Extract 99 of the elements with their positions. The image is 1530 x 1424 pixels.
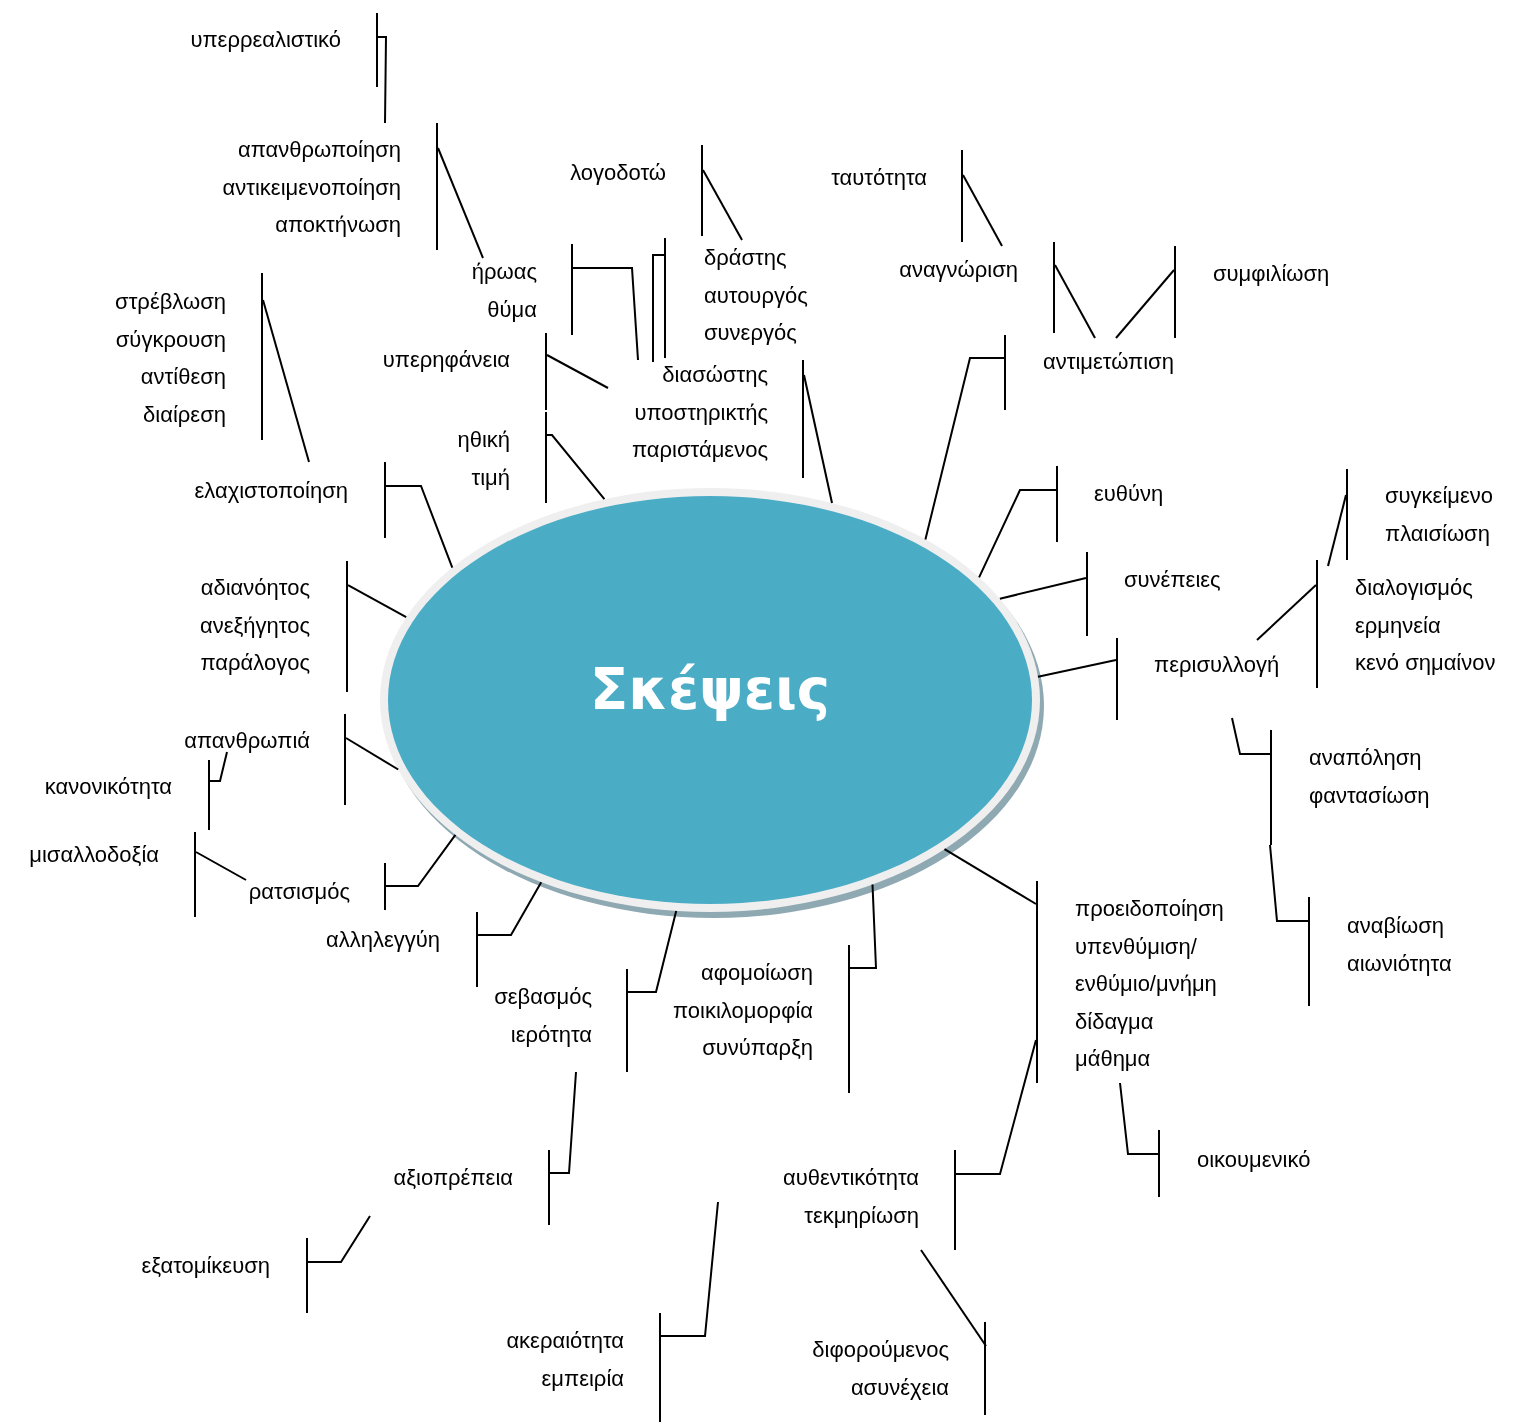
callout-text: κενό σημαίνον (1355, 649, 1497, 678)
callout-text: ταυτότητα (830, 164, 927, 193)
leader-line (307, 1215, 371, 1263)
callout-text: αλληλεγγύη (324, 926, 440, 955)
leader-line (262, 299, 310, 463)
leader-line (978, 489, 1057, 579)
leader-line (962, 174, 1003, 247)
callout-text: ευθύνη (1094, 480, 1165, 509)
topic-title: Σκέψεις (589, 658, 831, 722)
callout-text: στρέβλωση (114, 288, 226, 317)
leader-line (1037, 659, 1117, 678)
callout-text: υπερηφάνεια (381, 346, 510, 375)
callout-text: αξιοπρέπεια (392, 1164, 513, 1193)
leader-line (702, 169, 743, 241)
callout-text: φαντασίωση (1309, 781, 1431, 810)
callout-text: σεβασμός (493, 983, 592, 1012)
callout-text: μάθημα (1075, 1045, 1152, 1074)
callout-text: κανονικότητα (43, 773, 172, 802)
leader-line (572, 267, 639, 361)
callout-text: ερμηνεία (1355, 611, 1442, 640)
leader-line (1119, 1082, 1159, 1155)
callout-text: οικουμενικό (1197, 1146, 1312, 1175)
callout-text: πλαισίωση (1385, 519, 1491, 548)
callout-text: υποστηρικτής (633, 398, 768, 427)
callout-text: αναγνώριση (898, 256, 1018, 285)
leader-line (660, 1201, 719, 1337)
callout-text: τεκμηρίωση (803, 1201, 919, 1230)
leader-line (924, 357, 1005, 541)
leader-line (849, 883, 878, 969)
callout-text: σύγκρουση (114, 325, 226, 354)
leader-line (209, 751, 228, 782)
callout-text: ποικιλομορφία (671, 996, 813, 1025)
callout-text: απανθρωπιά (183, 727, 310, 756)
callout-text: αυθεντικότητα (781, 1164, 919, 1193)
callout-text: ακεραιότητα (505, 1327, 624, 1356)
callout-text: δίδαγμα (1075, 1007, 1155, 1036)
callout-text: συνέπειες (1124, 566, 1222, 595)
callout-text: συνεργός (704, 319, 798, 348)
callout-text: συμφιλίωση (1213, 260, 1331, 289)
leader-line (1269, 844, 1309, 922)
callout-text: λογοδοτώ (569, 159, 666, 188)
callout-text: δράστης (704, 244, 788, 273)
leader-line (652, 254, 665, 363)
callout-text: αντίθεση (139, 363, 226, 392)
leader-line (345, 737, 400, 771)
leader-line (998, 577, 1087, 600)
callout-text: αδιανόητος (199, 574, 310, 603)
callout-text: αποκτήνωση (274, 211, 401, 240)
callout-text: τιμή (470, 463, 510, 492)
leader-line (920, 1249, 987, 1347)
callout-text: εμπειρία (540, 1364, 624, 1393)
callout-text: αναβίωση (1347, 912, 1445, 941)
leader-line (549, 1071, 577, 1174)
callout-text: ηθική (456, 426, 510, 455)
callout-text: μισαλλοδοξία (28, 841, 159, 870)
callout-text: αντιμετώπιση (1043, 348, 1175, 377)
leader-line (195, 851, 247, 881)
leader-line (955, 1039, 1037, 1175)
callout-text: εξατομίκευση (140, 1252, 270, 1281)
callout-text: περισυλλογή (1154, 651, 1281, 680)
leader-line (377, 36, 387, 124)
callout-text: προειδοποίηση (1075, 895, 1225, 924)
callout-text: διαλογισμός (1355, 574, 1474, 603)
callout-text: υπερρεαλιστικό (189, 26, 341, 55)
leader-line (385, 485, 454, 569)
leader-line (1054, 264, 1096, 339)
leader-line (1327, 494, 1347, 567)
leader-line (627, 909, 678, 993)
callout-text: διασώστης (661, 361, 768, 390)
leader-line (1231, 717, 1271, 755)
callout-text: ρατσισμός (247, 878, 350, 907)
callout-text: αφομοίωση (700, 959, 813, 988)
callout-text: ήρωας (470, 258, 537, 287)
callout-text: παριστάμενος (631, 436, 768, 465)
callout-text: ιερότητα (509, 1020, 592, 1049)
leader-line (477, 881, 543, 936)
callout-text: αντικειμενοποίηση (221, 173, 401, 202)
callout-text: συνύπαρξη (701, 1034, 813, 1063)
callout-text: απανθρωποίηση (237, 136, 401, 165)
leader-line (385, 833, 457, 887)
leader-line (347, 584, 408, 619)
callout-text: αιωνιότητα (1347, 949, 1453, 978)
callout-text: παράλογος (199, 649, 310, 678)
callout-text: θύμα (486, 295, 537, 324)
callout-text: ανεξήγητος (198, 611, 310, 640)
callout-text: αυτουργός (704, 281, 809, 310)
callout-text: συγκείμενο (1385, 482, 1495, 511)
callout-text: ασυνέχεια (849, 1373, 949, 1402)
callout-text: αναπόληση (1309, 744, 1423, 773)
callout-text: ελαχιστοποίηση (193, 477, 348, 506)
leader-line (546, 434, 606, 501)
callout-text: διφορούμενος (811, 1336, 949, 1365)
leader-line (1115, 269, 1175, 339)
leader-line (803, 374, 833, 504)
leader-line (1256, 584, 1317, 641)
leader-line (943, 848, 1037, 905)
callout-text: διαίρεση (142, 400, 226, 429)
leader-line (437, 147, 484, 259)
leader-line (546, 354, 609, 389)
